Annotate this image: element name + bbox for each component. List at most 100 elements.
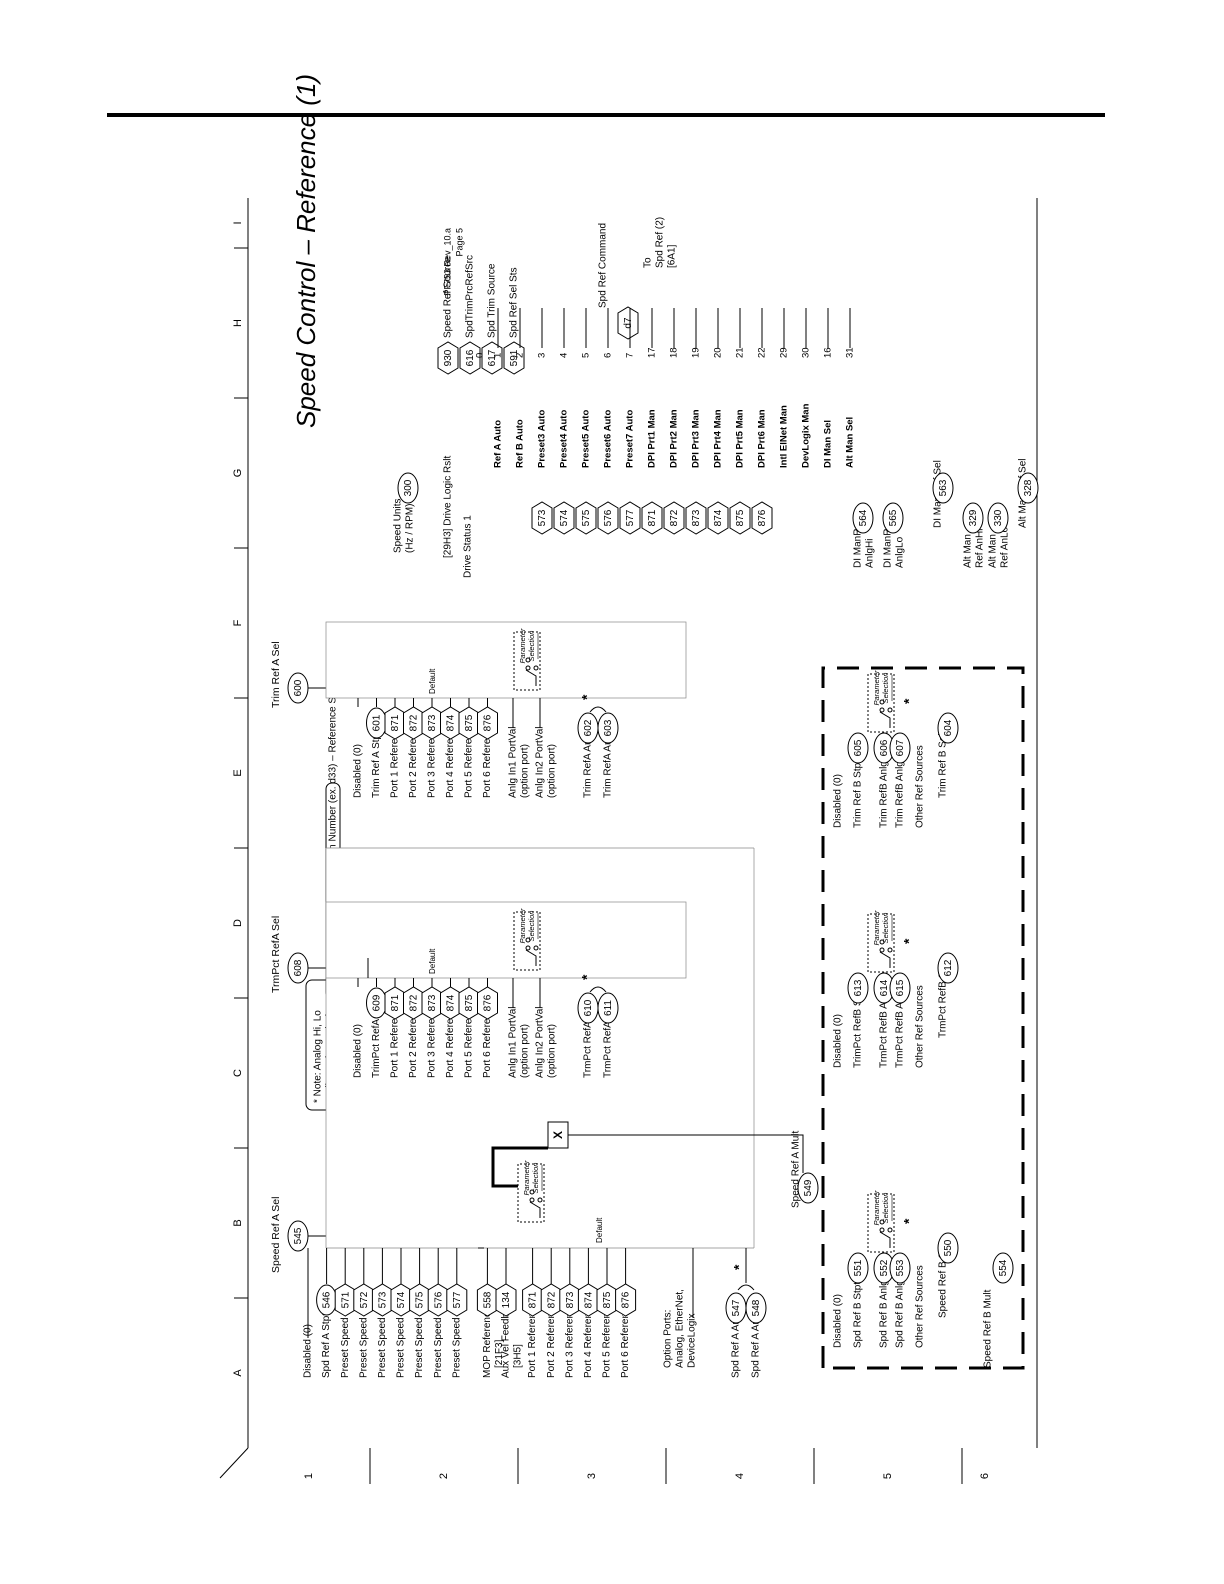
ref-source-label: DPI Prt4 Man	[713, 409, 724, 468]
trim-a-input-label: Port 6 Reference	[482, 722, 493, 798]
param-number: 612	[943, 959, 954, 976]
speed-ref-a-input-label: Spd Ref A Stpt	[321, 1313, 332, 1378]
speed-ref-a-param-sel-contact	[529, 1197, 535, 1203]
param-number: 548	[751, 1299, 762, 1316]
speed-ref-a-input-label: Preset Speed 6	[433, 1309, 444, 1378]
trim-ref-b-hi-label: Trim RefB AnlgHi	[879, 752, 890, 828]
default-label: Default	[428, 948, 437, 974]
trim-ref-b-other-sources: Other Ref Sources	[915, 745, 926, 828]
row-label-5: 5	[882, 1473, 894, 1479]
di-man-hi-label: AnlgHi	[865, 539, 876, 568]
trim-ref-b-lo-label: Trim RefB AnlgLo	[895, 750, 906, 828]
alt-man-lo-oval	[987, 502, 1009, 534]
param-number: 604	[943, 719, 954, 736]
speed-ref-a-input-label: Preset Speed 7	[451, 1309, 462, 1378]
link-number: 875	[602, 1291, 613, 1308]
ref-source-label: Ref A Auto	[493, 420, 504, 468]
trimpct-ref-a-param-sel-contact	[525, 937, 531, 943]
ref-source-label: DPI Prt3 Man	[691, 409, 702, 468]
link-number: 577	[625, 509, 636, 526]
param-number: 300	[403, 479, 414, 496]
param-number: 606	[879, 739, 890, 756]
doc-ref: PF753 Rev_10.a	[442, 228, 452, 296]
trim-a-input-label: Port 4 Reference	[445, 722, 456, 798]
link-number: 871	[528, 1291, 539, 1308]
trim-a-anlg2: Anlg In2 PortVal	[535, 726, 546, 798]
ref-source-index: 17	[647, 347, 658, 358]
frame-corner	[219, 1447, 249, 1479]
link-number: 873	[691, 509, 702, 526]
link-number: 876	[757, 509, 768, 526]
link-number: 871	[390, 714, 401, 731]
ref-source-index: 1	[493, 353, 504, 358]
link-number: 874	[584, 1291, 595, 1308]
trim-ref-b-param-sel-contact	[879, 699, 885, 705]
di-man-lo-label: DI ManRef	[883, 520, 894, 568]
trimpct-ref-b-param-sel-switch-blade	[879, 951, 891, 968]
speed-ref-a-input-label: Port 3 Reference	[564, 1302, 575, 1378]
trim-ref-b-sel-label: Trim Ref B Sel	[938, 733, 949, 798]
trim-ref-a-param-sel-contact	[525, 665, 531, 671]
trimpct-a-input-label: Port 3 Reference	[427, 1002, 438, 1078]
trimpct-a-input-label: Port 5 Reference	[464, 1002, 475, 1078]
speed-ref-a-input-ref: [3H5]	[513, 1344, 524, 1368]
di-man-lo-label: AnlgLo	[895, 536, 906, 568]
trimpct-ref-b-stpt-oval	[847, 972, 869, 1004]
speed-ref-a-mult-oval	[797, 1172, 819, 1204]
trim-ref-b-param-sel-contact	[879, 707, 885, 713]
speed-ref-a-mult-label: Speed Ref A Mult	[791, 1131, 802, 1208]
link-number: 871	[647, 509, 658, 526]
ref-source-hex	[641, 501, 663, 535]
link-number: d7	[623, 317, 634, 329]
trimpct-ref-b-stpt-label: TrimPct RefB Stpt	[853, 988, 864, 1068]
ref-source-label: DI Man Sel	[823, 420, 834, 468]
analog-brace	[589, 986, 607, 993]
param-number: 551	[853, 1259, 864, 1276]
speed-ref-a-param-sel-contact	[529, 1189, 535, 1195]
param-number: 605	[853, 739, 864, 756]
link-number: 576	[603, 509, 614, 526]
trimpct-ref-a-param-sel-switch-blade	[525, 949, 537, 966]
spd-ref-b-other-sources: Other Ref Sources	[915, 1265, 926, 1348]
drive-status-label: Drive Status 1	[463, 515, 474, 578]
speed-ref-a-input-label: Port 6 Reference	[620, 1302, 631, 1378]
trim-ref-b-param-sel-switch-blade	[879, 711, 891, 728]
link-number: 874	[446, 994, 457, 1011]
doc-page: Page 5	[454, 228, 464, 257]
trim-ref-b-param-sel-contact	[887, 707, 893, 713]
link-number: 574	[559, 509, 570, 526]
alt-man-hi-label: Ref AnHi	[975, 529, 986, 568]
trim-a-anlg-hi: Trim RefA AnlgHi	[583, 722, 594, 798]
ref-source-label: DPI Prt2 Man	[669, 409, 680, 468]
param-number: 550	[943, 1239, 954, 1256]
default-label: Default	[595, 1217, 604, 1243]
link-number: 872	[669, 509, 680, 526]
trimpct-ref-a-param-sel-contact	[525, 945, 531, 951]
legend-label: SpdTrimPrcRefSrc	[465, 255, 476, 338]
trim-a-lo-oval	[597, 712, 619, 744]
link-number: 571	[340, 1291, 351, 1308]
param-number: 603	[603, 719, 614, 736]
option-ports-label: Option Ports:	[663, 1310, 674, 1368]
di-man-hi-label: DI ManRef	[853, 520, 864, 568]
alt-man-hi-oval	[962, 502, 984, 534]
trim-ref-b-param-sel-label: Selection	[881, 673, 890, 704]
trimpct-ref-b-other-sources: Other Ref Sources	[915, 985, 926, 1068]
column-label-B: B	[232, 1219, 244, 1226]
link-number: 875	[464, 714, 475, 731]
ref-source-index: 7	[625, 353, 636, 358]
ref-source-index: 19	[691, 347, 702, 358]
spd-ref-b-stpt-label: Spd Ref B Stpt	[853, 1282, 864, 1348]
ref-source-label: Preset4 Auto	[559, 410, 570, 468]
ref-source-hex	[707, 501, 729, 535]
link-number: 873	[427, 714, 438, 731]
link-number: 871	[390, 994, 401, 1011]
legend-hexagon	[503, 341, 525, 375]
trimpct-a-input-label: TrimPct RefA Stpt	[371, 999, 382, 1078]
trim-ref-b-disabled: Disabled (0)	[833, 774, 844, 828]
column-label-F: F	[232, 619, 244, 626]
ref-source-label: DPI Prt1 Man	[647, 409, 658, 468]
analog-star: *	[579, 974, 595, 980]
trim-ref-a-param-sel-label: Selection	[527, 631, 536, 662]
